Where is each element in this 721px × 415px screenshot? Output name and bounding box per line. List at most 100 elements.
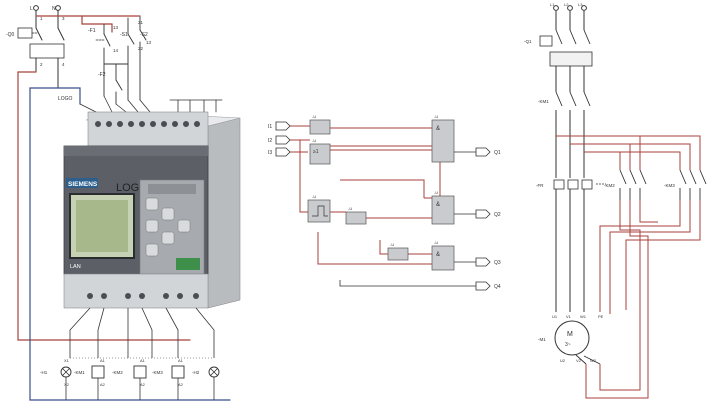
fbd-block-and-q1[interactable] [431,119,455,163]
logo-bottom-screws [87,293,199,299]
motor-m-symbol: M [567,331,573,338]
switch-f2-contact[interactable] [115,79,123,91]
fbd-block-or[interactable] [309,143,331,165]
wire-n-rail [29,87,231,401]
fbd-input-i2[interactable] [275,135,291,145]
fbd-output-q4[interactable] [475,281,491,291]
fbd-block-not-2[interactable] [387,247,409,261]
overload-fr-element-1 [553,179,565,190]
logo-supply-label: LOGO [58,96,73,102]
overload-fr-element-2 [567,179,579,190]
svg-text:I3: I3 [268,150,272,156]
logo-key-esc[interactable] [145,197,159,211]
fbd-inputs: I1 I2 I3 [268,121,291,157]
svg-text:2: 2 [40,62,43,67]
svg-text:-U: -U [390,242,394,247]
svg-text:14: 14 [113,48,119,53]
km2-contact-1 [619,169,627,185]
svg-text:-U: -U [312,114,316,119]
right-power-circuit: L1 L2 L3 -Q1 -KM1 [524,2,707,399]
logo-key-right[interactable] [177,219,191,233]
svg-text:-U: -U [312,138,316,143]
svg-text:Q3: Q3 [494,260,501,266]
logo-key-down[interactable] [161,231,175,245]
svg-text:A1: A1 [178,358,184,363]
svg-text:U1: U1 [552,314,558,319]
switch-s2-label: -S2 [140,32,148,38]
switch-f1-label: -F1 [88,28,96,34]
svg-text:A2: A2 [140,382,146,387]
logo-key-up[interactable] [161,207,175,221]
breaker-q0-body [29,43,65,59]
svg-text:13: 13 [146,40,152,45]
switch-f1-contact[interactable] [103,33,111,47]
switch-f2-label: -F2 [98,72,106,78]
fbd-output-q2[interactable] [475,209,491,219]
contactor-km2-label: -KM2 [604,183,615,188]
svg-text:W1: W1 [580,314,587,319]
svg-text:V1: V1 [566,314,572,319]
svg-text:U2: U2 [560,358,566,363]
logo-bottom-terminals [63,273,209,309]
svg-text:-U: -U [312,194,316,199]
left-output-loads: -H1 X1 X2 -KM1 A1 A2 -KM2 A1 A2 -KM3 A1 … [40,307,220,400]
coil-km1 [91,365,105,379]
svg-text:I2: I2 [268,138,272,144]
fbd-output-q1[interactable] [475,147,491,157]
km2-contact-2 [629,169,637,185]
fbd-outputs: Q1 Q2 Q3 Q4 [339,147,501,291]
svg-text:L2: L2 [564,2,569,7]
breaker-q1-label: -Q1 [524,39,532,44]
svg-text:V2: V2 [576,358,582,363]
terminal-l3 [581,5,587,11]
fbd-output-q3[interactable] [475,257,491,267]
logo-key-ok[interactable] [145,243,159,257]
km1-contact-2 [569,91,577,107]
fbd-block-timer[interactable] [307,199,331,223]
switch-s2-contact[interactable] [139,29,147,41]
svg-text:L3: L3 [578,2,583,7]
svg-text:≥1: ≥1 [313,149,319,155]
terminal-l2 [567,5,573,11]
switch-s1-contact[interactable] [127,33,135,45]
svg-text:A1: A1 [100,358,106,363]
motor-m1 [554,320,590,356]
motor-m1-label: -M1 [538,337,546,342]
terminal-l-label: L [30,6,33,12]
fbd-blocks: -U -U ≥1 -U & -U -U -U & -U -U & [307,114,455,271]
switch-s1-label: -S1 [120,32,128,38]
terminal-n [55,5,61,11]
svg-text:X2: X2 [64,382,70,387]
fbd-block-and-q2[interactable] [431,195,455,225]
logo-key-left[interactable] [145,219,159,233]
coil-km2 [133,365,147,379]
svg-text:&: & [436,202,440,208]
wire-l-rail [17,71,191,341]
contactor-km1-label: -KM1 [538,99,549,104]
logo-top-screws [95,121,200,127]
terminal-n-label: N [52,6,56,12]
fbd-program: I1 I2 I3 -U -U ≥1 -U & -U -U -U & -U [268,114,501,291]
svg-text:A1: A1 [140,358,146,363]
left-control-circuit: L N -Q0 1 3 2 4 -F1 13 14 -S1 21 22 [6,5,231,401]
wire-l-to-switches [35,15,113,33]
fbd-input-i1[interactable] [275,121,291,131]
breaker-q1-body [549,51,593,67]
contactor-km3-label: -KM3 [664,183,675,188]
logo-status-led [176,258,200,270]
coil-km3-label: -KM3 [152,370,163,375]
km1-contact-1 [555,91,563,107]
svg-text:-U: -U [434,114,438,119]
breaker-q1-handle [539,35,553,47]
breaker-q0-label: -Q0 [6,32,15,38]
svg-text:3: 3 [62,16,65,21]
svg-text:-U: -U [434,240,438,245]
overload-fr-label: -FR [536,183,544,188]
fbd-input-i3[interactable] [275,147,291,157]
logo-module: SIEMENS LOGO! LAN [63,111,241,309]
fbd-block-and-q3[interactable] [431,245,455,271]
fbd-block-not[interactable] [345,211,367,225]
fbd-block-b001[interactable] [309,119,331,135]
